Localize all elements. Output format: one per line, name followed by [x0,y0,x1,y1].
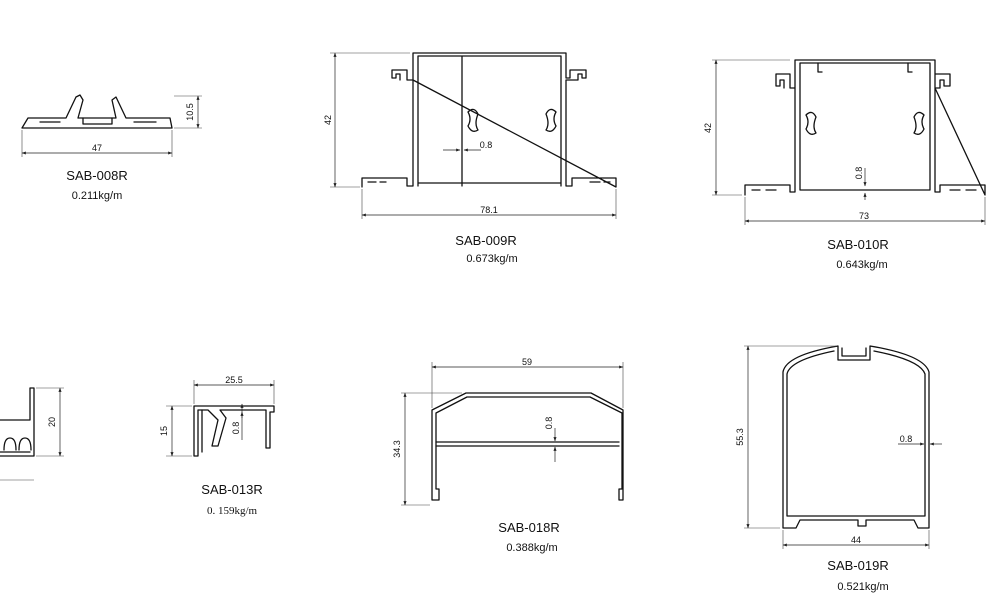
profile-partial-left: 20 [0,387,64,481]
wall-thickness-dimension: 0.8 [854,167,864,180]
height-dimension: 10.5 [185,103,195,121]
height-dimension: 34.3 [392,440,402,458]
height-dimension: 20 [47,417,57,427]
height-dimension: 42 [323,115,333,125]
profile-sab-010r: 0.8 42 73 SAB-010R 0.643kg/m [703,59,986,271]
width-dimension: 59 [522,357,532,367]
wall-thickness-dimension: 0.8 [480,140,493,150]
profile-channel-curls [3,437,32,451]
profile-weight: 0. 159kg/m [207,505,258,517]
profile-outline [193,405,275,457]
screw-port-right [913,111,925,135]
wall-thickness-dimension: 0.8 [231,422,241,435]
profile-weight: 0.388kg/m [506,542,557,554]
profile-code: SAB-010R [827,237,888,252]
profile-inner-walls [799,62,931,191]
profile-weight: 0.673kg/m [466,253,517,265]
profile-top-slot [841,347,867,357]
profile-code: SAB-013R [201,482,262,497]
wall-thickness-dimension: 0.8 [544,417,554,430]
width-dimension: 47 [92,143,102,153]
width-dimension: 78.1 [480,205,498,215]
profile-channel [82,117,113,125]
profile-sab-019r: 0.8 55.3 44 SAB-019R 0.521kg/m [735,345,942,593]
profile-code: SAB-009R [455,233,516,248]
profile-outline [21,94,173,129]
profile-weight: 0.643kg/m [836,259,887,271]
profile-weight: 0.521kg/m [837,581,888,593]
profile-code: SAB-008R [66,168,127,183]
profile-outline [782,345,930,529]
profile-sab-018r: 0.8 59 34.3 SAB-018R 0.388kg/m [392,357,624,554]
screw-port-left [805,111,817,135]
profile-top-lips [817,62,913,73]
profile-code: SAB-019R [827,558,888,573]
profile-code: SAB-018R [498,520,559,535]
profile-sab-013r: 0.8 25.5 15 SAB-013R 0. 159kg/m [159,375,275,517]
profile-inner-walls [417,55,562,187]
profile-outline [431,392,624,501]
profile-inner-skin [786,350,926,517]
profile-sab-008r: 47 10.5 SAB-008R 0.211kg/m [21,94,202,202]
height-dimension: 15 [159,426,169,436]
profile-sab-009r: 0.8 42 78.1 SAB-009R 0.673kg/m [323,52,617,265]
screw-port-left [467,108,479,132]
profile-weight: 0.211kg/m [72,190,123,202]
height-dimension: 55.3 [735,428,745,446]
profile-outline [744,59,986,196]
width-dimension: 73 [859,211,869,221]
height-dimension: 42 [703,123,713,133]
profile-outline [0,387,35,457]
screw-port-right [545,108,557,132]
wall-thickness-dimension: 0.8 [900,434,913,444]
width-dimension: 44 [851,535,861,545]
profile-outline [361,52,617,188]
profile-middle-web [435,441,620,447]
width-dimension: 25.5 [225,375,243,385]
